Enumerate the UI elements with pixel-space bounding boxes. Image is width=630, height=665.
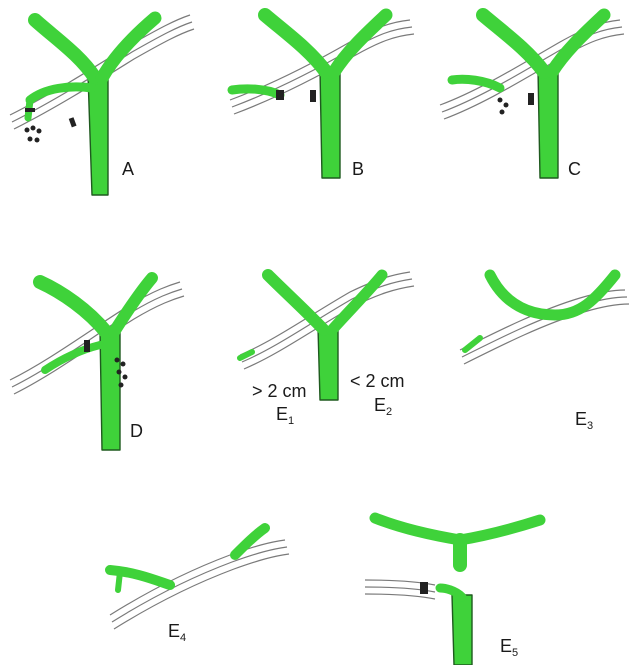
panel-label-e3: E3 [575, 410, 593, 432]
panel-label-e4-sub: 4 [180, 632, 186, 644]
annotation-gt-2cm: > 2 cm [252, 382, 307, 400]
panel-d-drawing [0, 260, 210, 460]
panel-label-e3-main: E [575, 409, 587, 429]
panel-d: D [0, 260, 210, 460]
panel-label-b-main: B [352, 159, 364, 179]
panel-label-a-main: A [122, 159, 134, 179]
panel-e5: E5 [360, 500, 560, 665]
panel-c: C [420, 0, 630, 200]
panel-e3-drawing [420, 260, 630, 460]
panel-label-e2-main: E [374, 395, 386, 415]
panel-label-e4: E4 [168, 622, 186, 644]
panel-label-e5: E5 [500, 637, 518, 659]
panel-label-e1-main: E [276, 404, 288, 424]
panel-e1-e2: > 2 cm < 2 cm E1 E2 [210, 260, 420, 460]
panel-e4-drawing [100, 500, 300, 660]
panel-label-e1-sub: 1 [288, 415, 294, 427]
annotation-lt-2cm: < 2 cm [350, 372, 405, 390]
panel-a-drawing [0, 0, 210, 200]
panel-c-drawing [420, 0, 630, 200]
panel-label-e2: E2 [374, 396, 392, 418]
panel-label-c: C [568, 160, 581, 178]
panel-label-b: B [352, 160, 364, 178]
panel-e1-e2-drawing [210, 260, 420, 460]
panel-label-a: A [122, 160, 134, 178]
panel-label-e4-main: E [168, 621, 180, 641]
panel-e5-drawing [360, 500, 560, 665]
panel-e4: E4 [100, 500, 300, 660]
panel-label-e5-main: E [500, 636, 512, 656]
panel-b: B [210, 0, 420, 200]
panel-e3: E3 [420, 260, 630, 460]
panel-label-e3-sub: 3 [587, 420, 593, 432]
panel-label-d-main: D [130, 421, 143, 441]
panel-label-e2-sub: 2 [386, 406, 392, 418]
panel-label-d: D [130, 422, 143, 440]
panel-b-drawing [210, 0, 420, 200]
panel-label-e1: E1 [276, 405, 294, 427]
panel-label-c-main: C [568, 159, 581, 179]
panel-label-e5-sub: 5 [512, 647, 518, 659]
panel-a: A [0, 0, 210, 200]
